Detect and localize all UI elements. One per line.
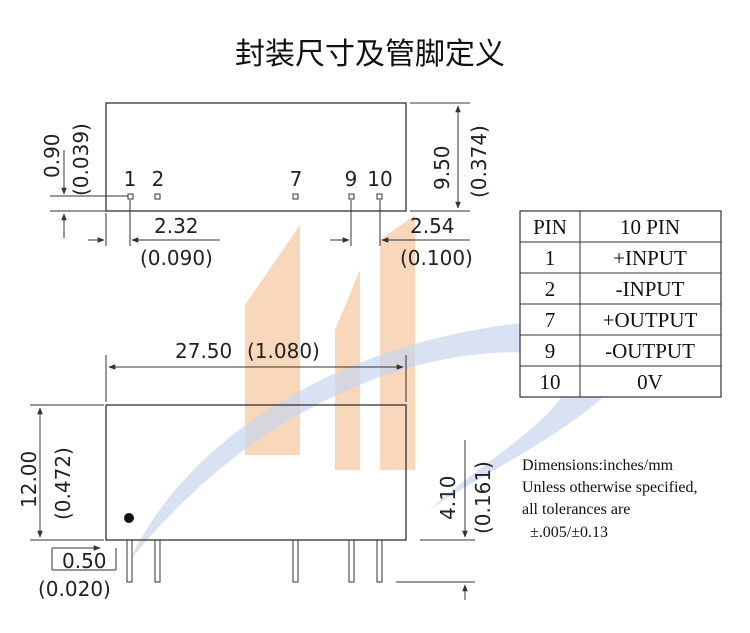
table-cell-function: -INPUT [616,277,685,301]
table-cell-pin: 10 [540,370,561,394]
dim-offset-in: (0.020) [38,577,111,601]
dim-left-in: (0.039) [69,123,93,196]
note-line: ±.005/±0.13 [530,524,608,541]
side-view: 27.50 (1.080) 12.00 (0.472) 4.10 (0.161)… [17,339,495,601]
dim-length-mm: 27.50 [175,339,232,363]
tolerance-notes: Dimensions:inches/mm Unless otherwise sp… [522,457,698,541]
table-cell-function: 0V [637,370,663,394]
side-pin-9 [348,539,355,583]
pin-pad-7 [292,193,299,200]
dim-pitch1-mm: 2.32 [154,214,199,238]
pin-label-7: 7 [290,167,303,191]
dim-pin-length-mm: 4.10 [436,475,460,520]
table-cell-pin: 2 [545,277,556,301]
side-pin-10 [376,539,383,583]
table-cell-pin: 7 [545,308,556,332]
pin-pad-9 [348,193,355,200]
pin-label-2: 2 [152,167,165,191]
side-pin-7 [292,539,299,583]
dim-pitch2-in: (0.100) [400,246,473,270]
pin1-marker-dot [124,513,134,523]
pin-pad-1 [127,193,134,200]
note-line: Unless otherwise specified, [522,479,698,496]
pin-label-10: 10 [367,167,392,191]
pin-pad-2 [154,193,161,200]
pin-pad-10 [376,193,383,200]
dim-length-in: (1.080) [247,339,320,363]
side-pin-2 [154,539,161,583]
dim-height-mm: 9.50 [430,145,454,190]
note-line: all tolerances are [522,501,630,518]
table-cell-pin: 1 [545,246,556,270]
side-pin-1 [126,539,133,583]
table-cell-function: +OUTPUT [603,308,698,332]
pin-label-1: 1 [124,167,137,191]
dim-side-height-in: (0.472) [51,447,75,520]
top-view-body [105,102,407,212]
table-cell-function: +INPUT [613,246,687,270]
dim-pitch2-mm: 2.54 [410,214,455,238]
note-line: Dimensions:inches/mm [522,457,674,474]
table-header-10pin: 10 PIN [620,215,680,239]
dim-height-in: (0.374) [467,125,491,198]
table-cell-function: -OUTPUT [605,339,695,363]
table-header-pin: PIN [533,215,567,239]
dim-pitch1-in: (0.090) [140,246,213,270]
page-title: 封装尺寸及管脚定义 [235,37,505,72]
table-cell-pin: 9 [545,339,556,363]
dim-left-mm: 0.90 [40,133,64,178]
dim-offset-mm: 0.50 [62,549,107,573]
pin-label-9: 9 [345,167,358,191]
top-view: 1 2 7 9 10 0.90 (0.039) 9.50 (0.374) 2.3… [40,102,491,270]
side-view-body [105,404,407,541]
dim-pin-length-in: (0.161) [471,461,495,534]
dim-side-height-mm: 12.00 [17,451,41,508]
pin-table: PIN 10 PIN 1 +INPUT 2 -INPUT 7 +OUTPUT 9… [519,210,722,398]
